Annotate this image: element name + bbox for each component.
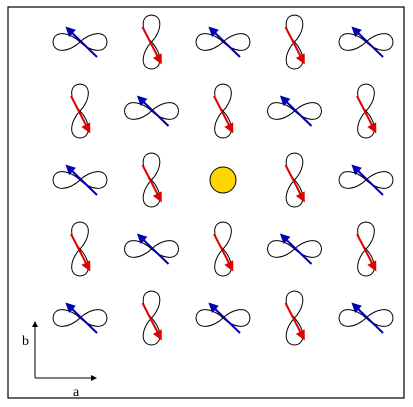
horizontal-orbital-site: [338, 26, 394, 58]
vertical-orbital-site: [284, 290, 305, 346]
blue-moment-arrow: [279, 95, 313, 127]
horizontal-orbital-lobe: [195, 309, 251, 327]
blue-moment-arrow: [208, 302, 241, 334]
red-moment-arrow: [213, 233, 234, 272]
horizontal-orbital-site: [52, 164, 108, 196]
horizontal-orbital-lobe: [195, 33, 251, 51]
horizontal-orbital-site: [195, 302, 251, 334]
vertical-orbital-site: [70, 221, 91, 277]
horizontal-orbital-site: [123, 95, 180, 127]
horizontal-orbital-site: [338, 164, 394, 196]
vertical-orbital-lobe: [71, 83, 89, 139]
diagram-frame: [7, 6, 405, 399]
horizontal-orbital-lobe: [52, 33, 108, 51]
vertical-orbital-site: [213, 221, 234, 277]
blue-moment-arrow: [136, 95, 170, 127]
vertical-orbital-site: [141, 152, 162, 208]
blue-moment-arrow: [65, 164, 98, 196]
red-moment-arrow: [141, 26, 162, 65]
horizontal-orbital-lobe: [266, 102, 323, 120]
vacancy-site: [209, 166, 237, 194]
blue-moment-arrow: [279, 233, 313, 265]
red-moment-arrow: [284, 26, 305, 65]
vertical-orbital-site: [213, 83, 234, 139]
blue-moment-arrow: [351, 26, 384, 58]
blue-moment-arrow: [65, 26, 98, 58]
red-moment-arrow: [356, 233, 377, 272]
vertical-orbital-site: [356, 83, 377, 139]
vertical-orbital-site: [141, 290, 162, 346]
red-moment-arrow: [70, 95, 91, 134]
horizontal-orbital-lobe: [123, 102, 180, 120]
red-moment-arrow: [284, 164, 305, 203]
vertical-orbital-lobe: [71, 221, 89, 277]
horizontal-orbital-lobe: [52, 309, 108, 327]
vertical-orbital-lobe: [142, 290, 161, 346]
red-moment-arrow: [284, 302, 305, 341]
a-axis-label: a: [73, 385, 80, 400]
blue-moment-arrow: [65, 302, 98, 334]
horizontal-orbital-site: [123, 233, 180, 265]
vertical-orbital-site: [284, 14, 305, 70]
vertical-orbital-lobe: [142, 14, 161, 70]
vertical-orbital-site: [356, 221, 377, 277]
vertical-orbital-site: [141, 14, 162, 70]
horizontal-orbital-lobe: [123, 240, 180, 258]
horizontal-orbital-lobe: [338, 309, 394, 327]
horizontal-orbital-site: [52, 302, 108, 334]
b-axis-label: b: [22, 334, 29, 349]
horizontal-orbital-site: [266, 233, 323, 265]
horizontal-orbital-lobe: [338, 171, 394, 189]
blue-moment-arrow: [351, 164, 384, 196]
blue-moment-arrow: [351, 302, 384, 334]
horizontal-orbital-site: [338, 302, 394, 334]
vertical-orbital-lobe: [357, 221, 375, 277]
red-moment-arrow: [141, 302, 162, 341]
horizontal-orbital-lobe: [52, 171, 108, 189]
lattice-sites: [52, 14, 394, 346]
horizontal-orbital-site: [266, 95, 323, 127]
vertical-orbital-lobe: [142, 152, 161, 208]
red-moment-arrow: [356, 95, 377, 134]
axis-indicator: b a: [22, 321, 97, 400]
vertical-orbital-lobe: [285, 14, 304, 70]
red-moment-arrow: [70, 233, 91, 272]
horizontal-orbital-lobe: [338, 33, 394, 51]
horizontal-orbital-site: [52, 26, 108, 58]
vertical-orbital-lobe: [357, 83, 375, 139]
vertical-orbital-lobe: [285, 290, 304, 346]
vertical-orbital-lobe: [285, 152, 304, 208]
blue-moment-arrow: [136, 233, 170, 265]
red-moment-arrow: [141, 164, 162, 203]
red-moment-arrow: [213, 95, 234, 134]
vertical-orbital-lobe: [214, 83, 232, 139]
vertical-orbital-site: [284, 152, 305, 208]
horizontal-orbital-lobe: [266, 240, 323, 258]
blue-moment-arrow: [208, 26, 241, 58]
vertical-orbital-lobe: [214, 221, 232, 277]
vertical-orbital-site: [70, 83, 91, 139]
horizontal-orbital-site: [195, 26, 251, 58]
